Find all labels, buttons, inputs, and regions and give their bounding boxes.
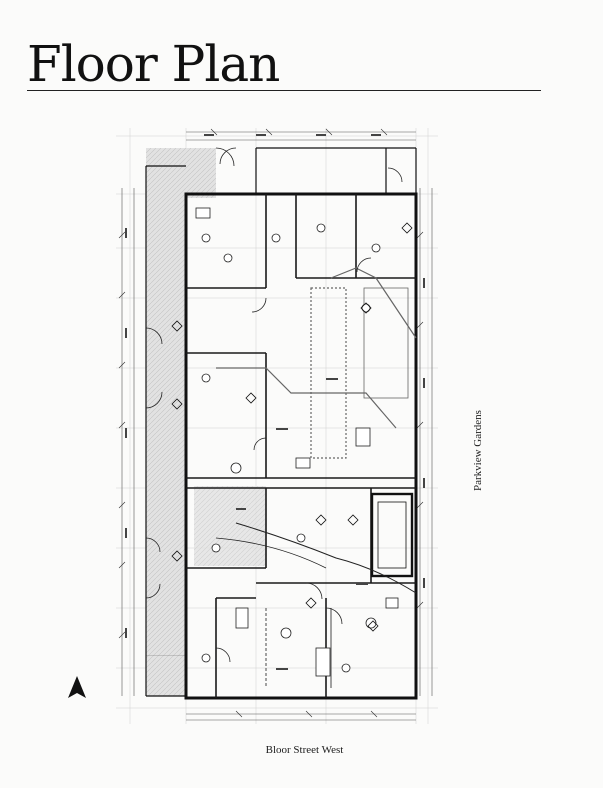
street-label-east-text: Parkview Gardens bbox=[472, 410, 484, 491]
floor-plan-drawing bbox=[116, 128, 438, 724]
page-title: Floor Plan bbox=[27, 35, 280, 93]
dimension-lines bbox=[118, 128, 433, 721]
interior-walls bbox=[186, 194, 416, 698]
street-label-south: Bloor Street West bbox=[265, 744, 344, 756]
annotation-marks bbox=[125, 134, 425, 670]
tag-markers bbox=[171, 222, 413, 632]
north-vestibule bbox=[146, 148, 216, 198]
exterior-walls bbox=[145, 147, 418, 700]
north-arrow-icon bbox=[68, 676, 86, 698]
stair-core-hatch bbox=[194, 486, 266, 566]
door-swings bbox=[145, 147, 403, 663]
feature-lines bbox=[215, 267, 417, 688]
title-divider bbox=[27, 90, 541, 91]
elevator-shaft bbox=[370, 492, 414, 578]
floor-plan-svg bbox=[116, 128, 438, 724]
south-vestibule bbox=[146, 656, 186, 696]
west-corridor bbox=[145, 165, 187, 657]
